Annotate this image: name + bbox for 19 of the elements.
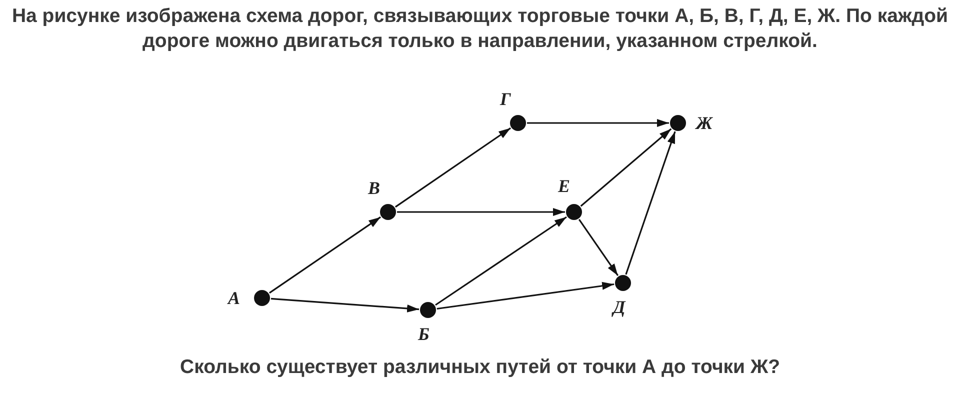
question-text: Сколько существует различных путей от точки А до точки Ж?	[178, 356, 781, 379]
arrow	[578, 218, 619, 276]
point-label: Б	[418, 324, 430, 344]
point-label: А	[228, 288, 240, 308]
arrow	[436, 282, 614, 310]
arrow	[394, 127, 512, 208]
arrow	[580, 128, 672, 207]
point-label: Е	[558, 176, 570, 196]
arrow	[270, 298, 420, 312]
arrow	[268, 216, 382, 294]
arrow	[625, 131, 676, 275]
point-label: Д	[613, 297, 626, 317]
point-label: Г	[500, 89, 511, 109]
arrow	[397, 208, 565, 216]
point-label: В	[368, 178, 380, 198]
arrow	[527, 119, 669, 127]
arrow	[435, 216, 567, 306]
point-label: Ж	[696, 113, 713, 133]
task-text: На рисунке изображена схема дорог, связывающих торговые точки А, Б, В, Г, Д, Е, Ж. По каждой дороге можно двигаться только в направлении, указанном стрелкой.	[10, 4, 950, 54]
